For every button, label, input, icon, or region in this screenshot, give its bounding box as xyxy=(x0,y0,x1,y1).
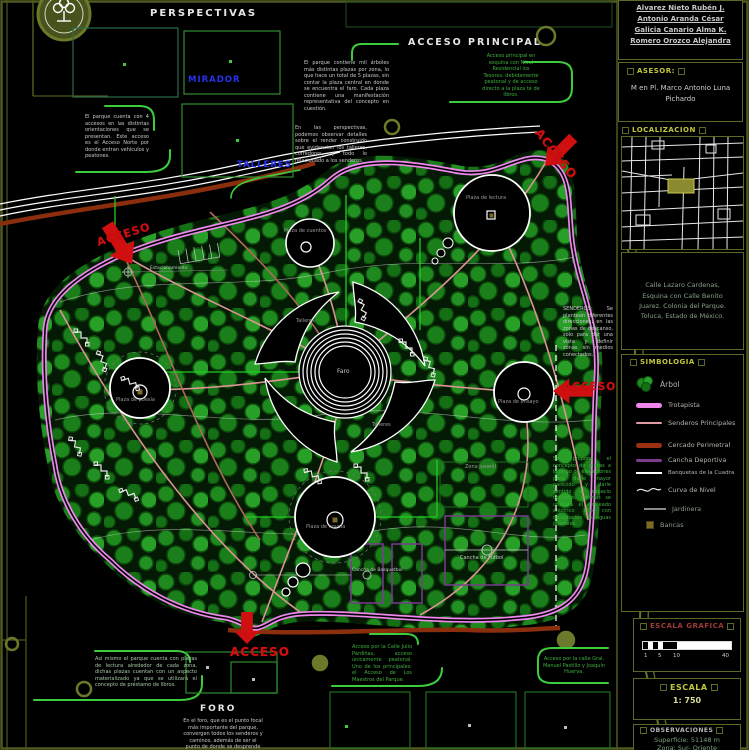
localizacion-map-box xyxy=(621,136,744,250)
faro-label: Faro xyxy=(337,368,350,375)
plaza-ensayo-label: Plaza de ensayo xyxy=(498,399,539,405)
site-address: Calle Lazaro Cardenas, Esquina con Calle… xyxy=(639,281,726,321)
simbologia-box: SIMBOLOGIA Árbol Trotapista Senderos Pri… xyxy=(621,354,744,612)
note-perspectivas: En las perspectivas, podemos observar de… xyxy=(295,125,367,164)
address-box: Calle Lazaro Cardenas, Esquina con Calle… xyxy=(621,252,744,350)
legend-item-curva: Curva de Nivel xyxy=(636,485,716,495)
note-senderos: SENDEROS: Se plantean diferentes direcci… xyxy=(563,306,613,358)
escala-grafica-box: ESCALA GRAFICA 1 5 10 40 xyxy=(633,618,741,672)
plaza-lectura-label: Plaza de lectura xyxy=(466,195,507,201)
acceso-right-label: ACCESO xyxy=(563,381,617,393)
escala-grafica-header: ESCALA GRAFICA xyxy=(650,622,725,630)
senderos-swatch xyxy=(636,421,662,425)
acceso-bottom-label: ACCESO xyxy=(230,645,290,659)
legend-item-cancha: Cancha Deportiva xyxy=(636,456,726,464)
logo-emblem xyxy=(36,0,92,42)
callout-brackets xyxy=(33,43,609,701)
header-bracket-icon xyxy=(627,67,634,75)
author-1: Alvarez Nieto Rubén J. xyxy=(636,4,725,12)
plaza-cuentos-label: Plaza de cuentos xyxy=(284,228,327,234)
plaza-novela-label: Plaza de novela xyxy=(306,524,346,530)
author-2: Antonio Aranda César xyxy=(637,14,724,23)
header-bracket-icon xyxy=(630,358,637,366)
zona-juvenil-label: Zona juvenil xyxy=(465,464,496,470)
faro xyxy=(254,281,436,463)
plazas xyxy=(103,174,555,597)
observaciones-box: OBSERVACIONES Superficie: 51148 m Zona: … xyxy=(633,724,741,750)
header-bracket-icon xyxy=(698,126,706,134)
parking-ticks xyxy=(122,242,229,278)
asesor-box: ASESOR: M en Pl. Marco Antonio Luna Pich… xyxy=(618,62,743,122)
authors-box: Alvarez Nieto Rubén J. Antonio Aranda Cé… xyxy=(618,0,743,60)
header-bracket-icon xyxy=(727,622,735,630)
perspectivas-title: PERSPECTIVAS xyxy=(150,8,258,19)
node-markers xyxy=(4,25,576,698)
talleres-a-label: Talleres xyxy=(296,318,315,324)
legend-item-trotapista: Trotapista xyxy=(636,401,700,409)
perspective-boxes xyxy=(72,27,611,749)
talleres-label: TALLERES xyxy=(237,160,292,170)
header-bracket-icon xyxy=(640,622,647,630)
legend-item-arbol: Árbol xyxy=(636,375,680,393)
note-acceso-principal: Acceso principal en esquina con Nivel Re… xyxy=(482,53,540,98)
escala-box: ESCALA 1: 750 xyxy=(633,678,741,720)
header-bracket-icon xyxy=(660,684,667,691)
cancha-futbol-label: Cancha de Futbol xyxy=(460,555,504,561)
foro-title: FORO xyxy=(200,704,237,714)
author-4: Romero Orozco Alejandra xyxy=(630,36,731,45)
zona-value: Zona: Sur- Oriente xyxy=(657,744,717,750)
site-highlight xyxy=(667,178,695,194)
banquetas-swatch xyxy=(636,472,662,474)
simbologia-header: SIMBOLOGIA xyxy=(640,358,695,366)
jardinera-swatch xyxy=(644,508,666,510)
scale-bar xyxy=(642,641,732,650)
cancha-basquetbol-label: Cancha de Basquetbol xyxy=(352,568,403,573)
localizacion-header: LOCALIZACION xyxy=(632,126,696,134)
escala-header: ESCALA xyxy=(670,683,708,692)
bancas-swatch xyxy=(646,521,654,529)
talleres-b-label: Talleres xyxy=(372,422,391,428)
tree-glyph-icon xyxy=(52,0,76,22)
trotapista-swatch xyxy=(636,402,662,408)
legend-item-jardinera: Jardinera xyxy=(644,505,701,513)
header-bracket-icon xyxy=(640,727,647,734)
header-bracket-icon xyxy=(710,684,718,691)
author-3: Galicia Canario Alma K. xyxy=(634,25,727,34)
note-plazas-lectura: Así mismo el parque cuenta con plazas de… xyxy=(95,656,197,688)
legend-item-banquetas: Banquetas de la Cuadra xyxy=(636,470,734,476)
note-accesos: El parque cuenta con 4 accesos en las di… xyxy=(85,114,149,159)
note-propuesta: Se propone el concepto de plazas a lo la… xyxy=(553,456,611,527)
localizacion-map xyxy=(622,137,743,249)
header-bracket-icon xyxy=(697,358,705,366)
legend-item-bancas: Bancas xyxy=(646,521,684,529)
note-acceso-oriente: Acceso por la calle Gral. Manuel Pastill… xyxy=(542,656,606,675)
curva-swatch-icon xyxy=(636,487,662,492)
acceso-principal-title: ACCESO PRINCIPAL xyxy=(408,37,542,48)
mirador-label: MIRADOR xyxy=(188,75,241,85)
superficie-value: Superficie: 51148 m xyxy=(654,736,720,744)
note-acceso-sur: Acceso por la Calle Julio Pardiñas, acce… xyxy=(352,644,412,683)
header-bracket-icon xyxy=(677,67,685,75)
asesor-header: ASESOR: xyxy=(637,67,675,75)
header-bracket-icon xyxy=(622,126,629,134)
note-plazas: El parque contiene mil árboles más disti… xyxy=(304,60,389,112)
escala-value: 1: 750 xyxy=(672,696,702,705)
cercado-swatch xyxy=(636,442,662,448)
localizacion-header-row: LOCALIZACION xyxy=(622,126,706,134)
legend-item-senderos: Senderos Principales xyxy=(636,419,735,427)
asesor-name: M en Pl. Marco Antonio Luna Pichardo xyxy=(630,84,731,103)
observaciones-header: OBSERVACIONES xyxy=(650,727,714,734)
trotapista-loop xyxy=(41,155,599,631)
plaza-poesia-label: Plaza de poesía xyxy=(116,397,155,403)
cancha-swatch xyxy=(636,458,662,462)
banquetas xyxy=(0,125,557,628)
legend-item-cercado: Cercado Perimetral xyxy=(636,441,730,449)
cercado-perimetral xyxy=(0,160,561,635)
tree-swatch-icon xyxy=(636,376,653,392)
note-foro: En el foro, que es el punto focal más im… xyxy=(183,718,263,750)
estacionamiento-label: Estacionamiento xyxy=(150,266,188,271)
header-bracket-icon xyxy=(716,727,724,734)
